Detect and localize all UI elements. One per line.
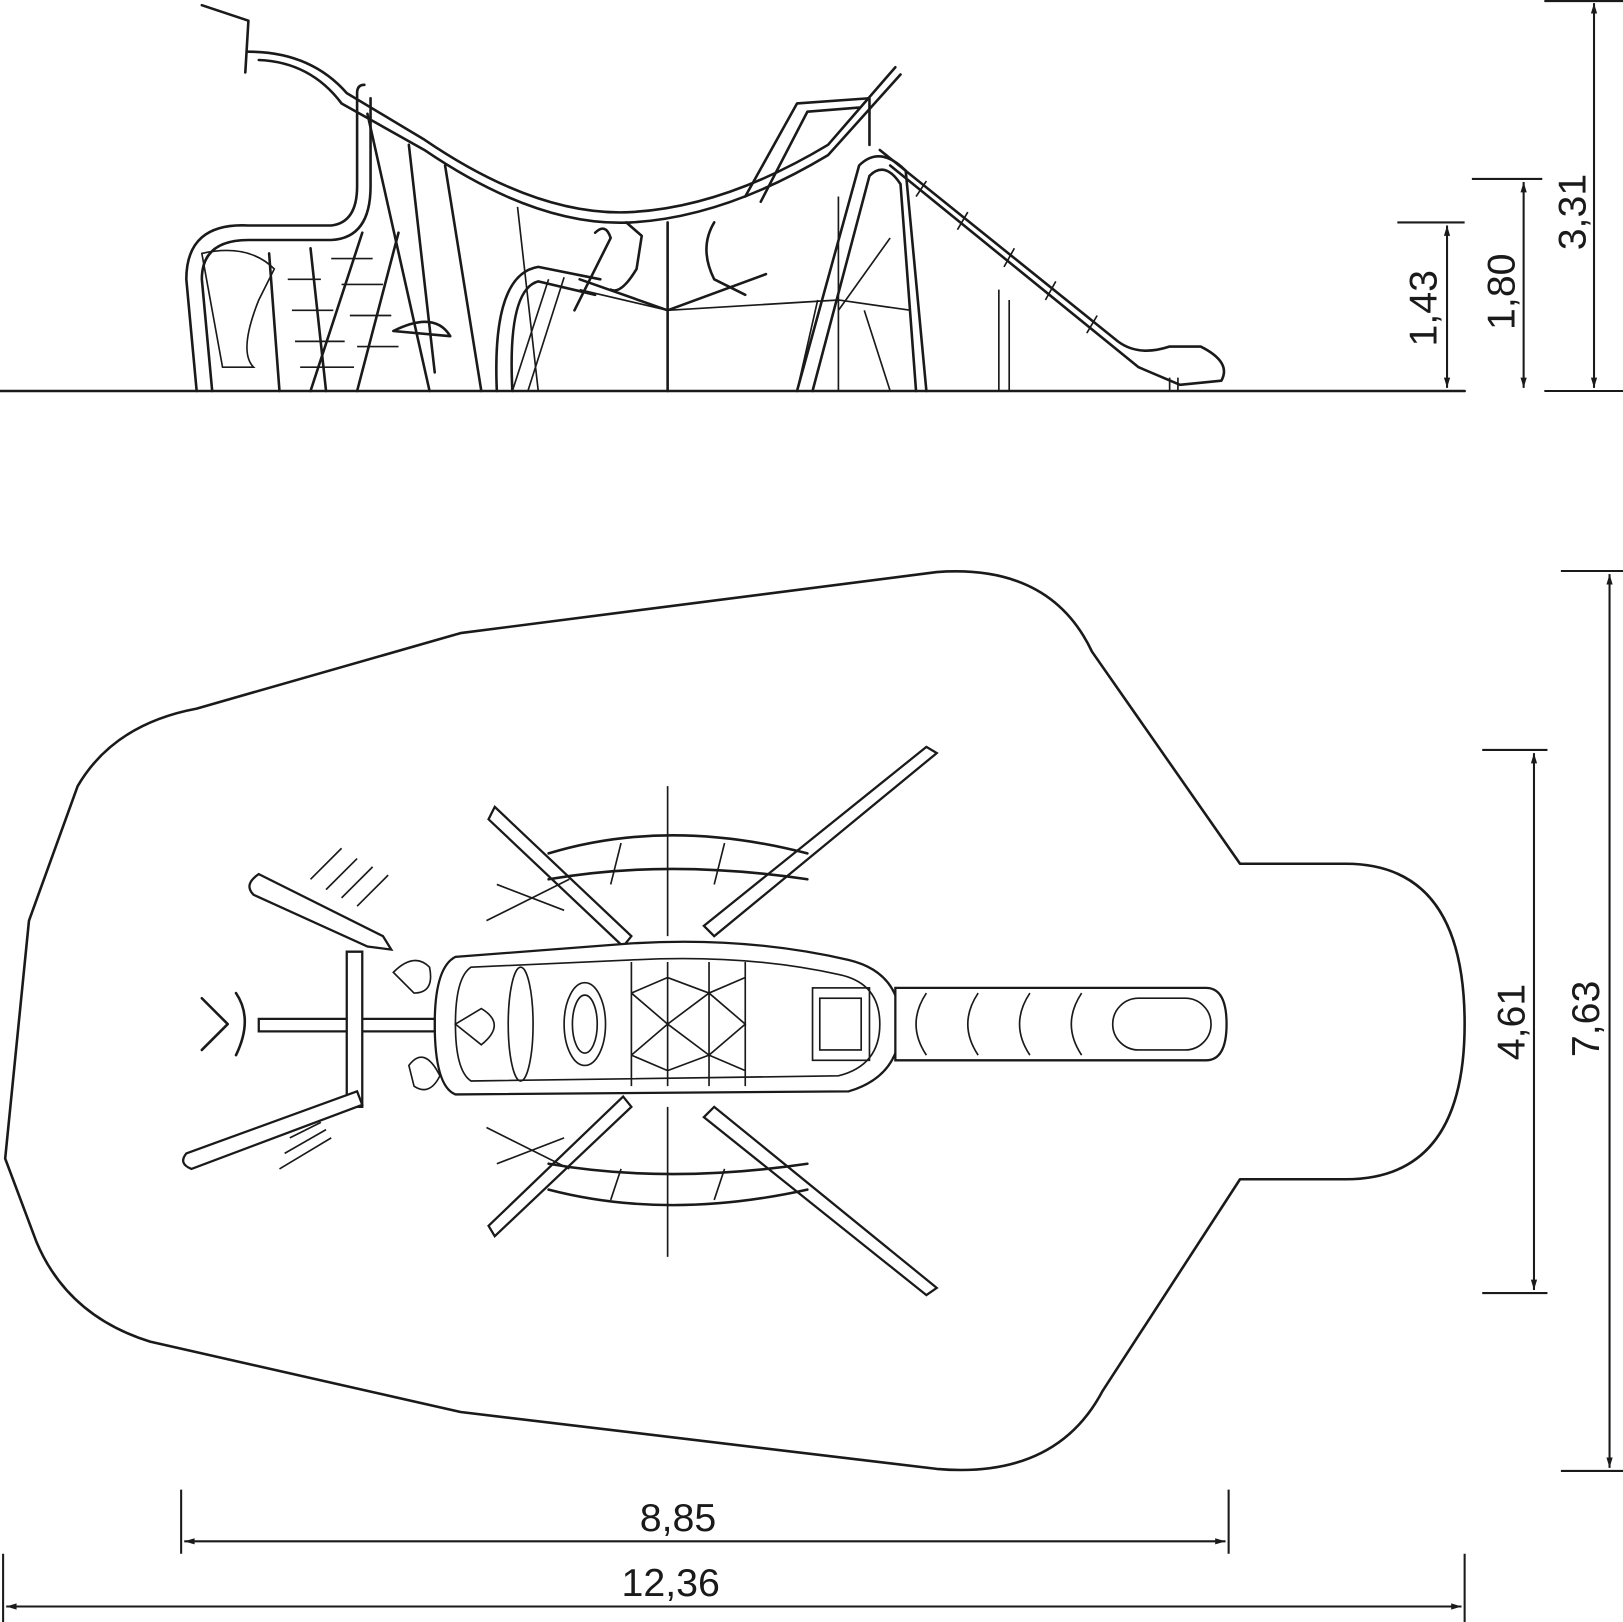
dimension-1-43: 1,43 [1397, 221, 1465, 388]
dimension-label: 3,31 [1551, 174, 1595, 250]
dimension-label: 7,63 [1564, 981, 1608, 1057]
side-view: 1,43 1,80 3,31 [0, 0, 1623, 393]
dimension-label: 1,80 [1479, 253, 1523, 329]
dimension-4-61: 4,61 [1482, 748, 1548, 1295]
top-view-structure [182, 745, 1228, 1297]
dimension-7-63: 7,63 [1560, 569, 1623, 1473]
safety-zone-outline [3, 570, 1466, 1472]
top-view: 4,61 7,63 8,85 12,36 [2, 569, 1623, 1622]
dimension-label: 8,85 [640, 1496, 717, 1540]
dimension-label: 12,36 [622, 1561, 720, 1605]
dimension-label: 4,61 [1490, 984, 1534, 1060]
dimension-3-31: 3,31 [1544, 0, 1623, 393]
dimension-1-80: 1,80 [1471, 177, 1543, 388]
side-view-structure [185, 3, 1226, 393]
dimension-label: 1,43 [1402, 270, 1446, 346]
dimension-8-85: 8,85 [180, 1489, 1230, 1554]
dimension-12-36: 12,36 [2, 1553, 1466, 1622]
